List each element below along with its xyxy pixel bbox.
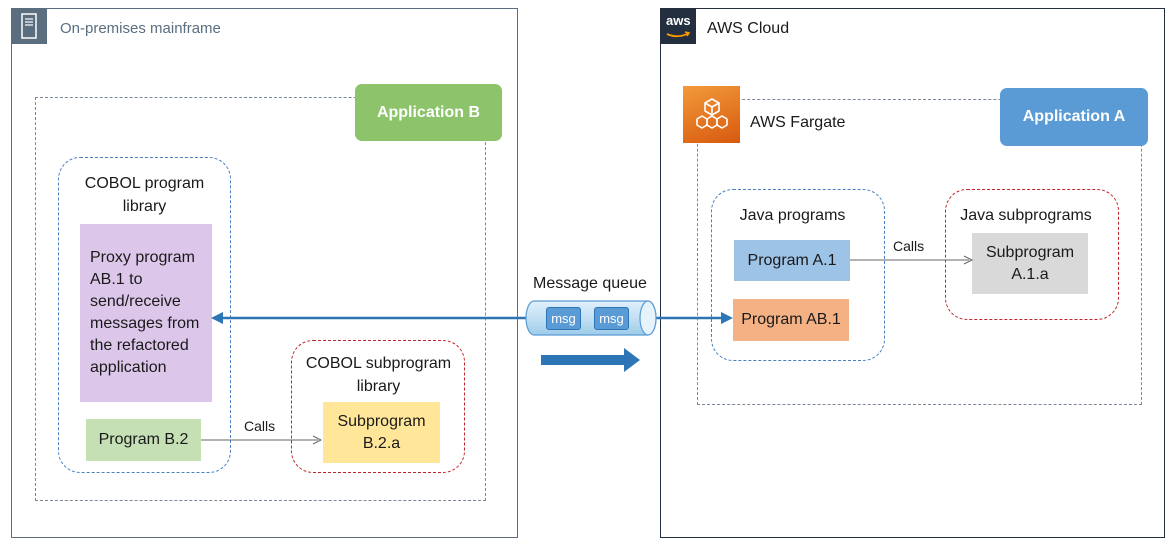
application-b-badge: Application B — [355, 84, 502, 141]
ab1-arrowhead — [721, 312, 733, 324]
program-a1-box: Program A.1 — [734, 240, 850, 281]
cobol-subprogram-label: COBOL subprogram library — [305, 355, 452, 395]
subprogram-b2a-box: Subprogram B.2.a — [323, 402, 440, 463]
fargate-label: AWS Fargate — [750, 114, 846, 131]
cobol-library-group — [58, 157, 231, 473]
application-a-badge: Application A — [1000, 88, 1148, 146]
java-programs-group — [711, 189, 885, 361]
java-programs-label: Java programs — [739, 207, 846, 224]
cobol-subprogram-group — [291, 340, 465, 473]
application-b-container — [35, 97, 486, 501]
aws-logo-icon: aws — [660, 8, 696, 44]
msg-chip-2: msg — [594, 307, 629, 330]
msg-chip-1: msg — [546, 307, 581, 330]
message-queue-label: Message queue — [533, 275, 647, 292]
calls-label-cloud: Calls — [893, 238, 925, 254]
java-subprograms-label: Java subprograms — [960, 207, 1092, 224]
aws-logo-text: aws — [666, 13, 691, 28]
subprogram-a1a-box: Subprogram A.1.a — [972, 233, 1088, 294]
java-subprograms-group — [945, 189, 1119, 320]
direction-arrow — [541, 348, 640, 372]
fargate-container — [697, 99, 1142, 405]
onprem-group — [11, 8, 518, 538]
aws-cloud-group — [660, 8, 1165, 538]
calls-label-onprem: Calls — [244, 418, 276, 434]
cobol-library-label: COBOL program library — [84, 175, 205, 215]
program-b2-box: Program B.2 — [86, 419, 201, 461]
aws-cloud-title: AWS Cloud — [707, 20, 790, 37]
fargate-icon — [683, 86, 740, 143]
proxy-arrowhead — [211, 312, 223, 324]
program-ab1-box: Program AB.1 — [733, 299, 849, 341]
proxy-program-box: Proxy program AB.1 to send/receive messa… — [80, 224, 212, 402]
mainframe-icon — [11, 8, 47, 44]
onprem-title: On-premises mainframe — [60, 20, 221, 37]
